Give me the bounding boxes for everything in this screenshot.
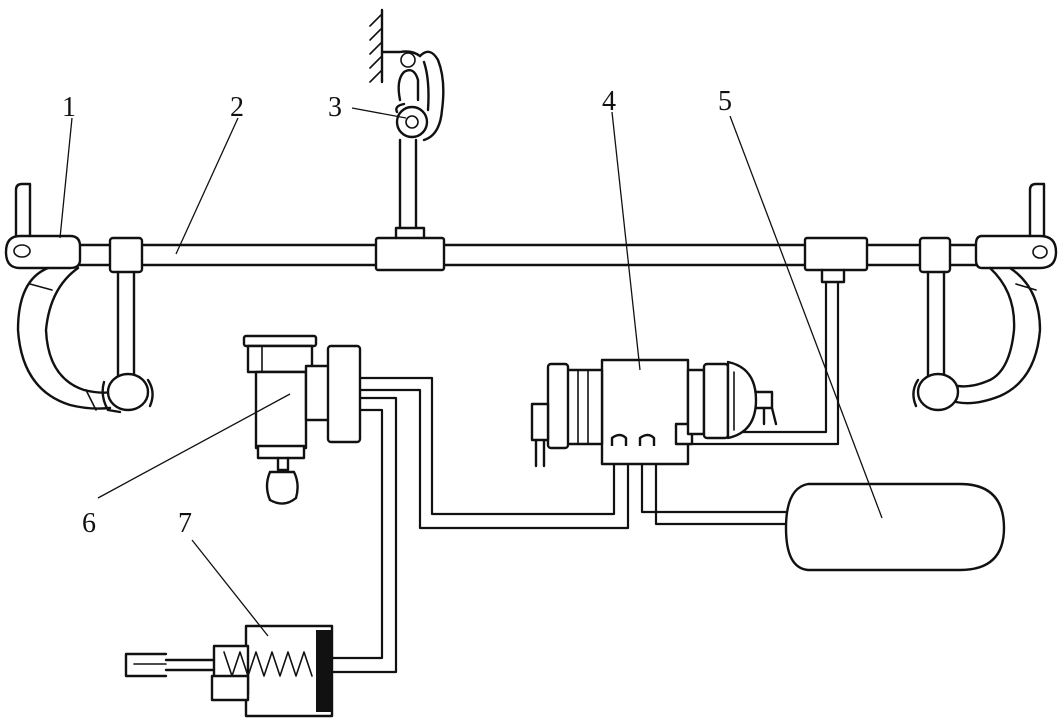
right-brake-lever	[954, 182, 1058, 405]
left-brake-lever	[4, 182, 114, 411]
right-bracket	[912, 236, 960, 412]
part-labels: 1 2 3 4 5 6 7	[62, 86, 732, 539]
label-5: 5	[718, 86, 732, 117]
spring-cylinder	[124, 624, 334, 718]
air-reservoir	[784, 482, 1006, 572]
label-4: 4	[602, 86, 616, 117]
label-7: 7	[178, 508, 192, 539]
label-6: 6	[82, 508, 96, 539]
label-3: 3	[328, 92, 342, 123]
label-2: 2	[230, 92, 244, 123]
brake-chamber	[242, 334, 362, 505]
cam-valve	[369, 8, 445, 142]
left-bracket	[101, 236, 154, 414]
air-pipes	[332, 282, 840, 674]
leader-lines	[59, 107, 883, 637]
control-valve	[530, 358, 778, 468]
center-tee	[374, 138, 446, 272]
right-tee	[803, 236, 869, 284]
label-1: 1	[62, 92, 76, 123]
